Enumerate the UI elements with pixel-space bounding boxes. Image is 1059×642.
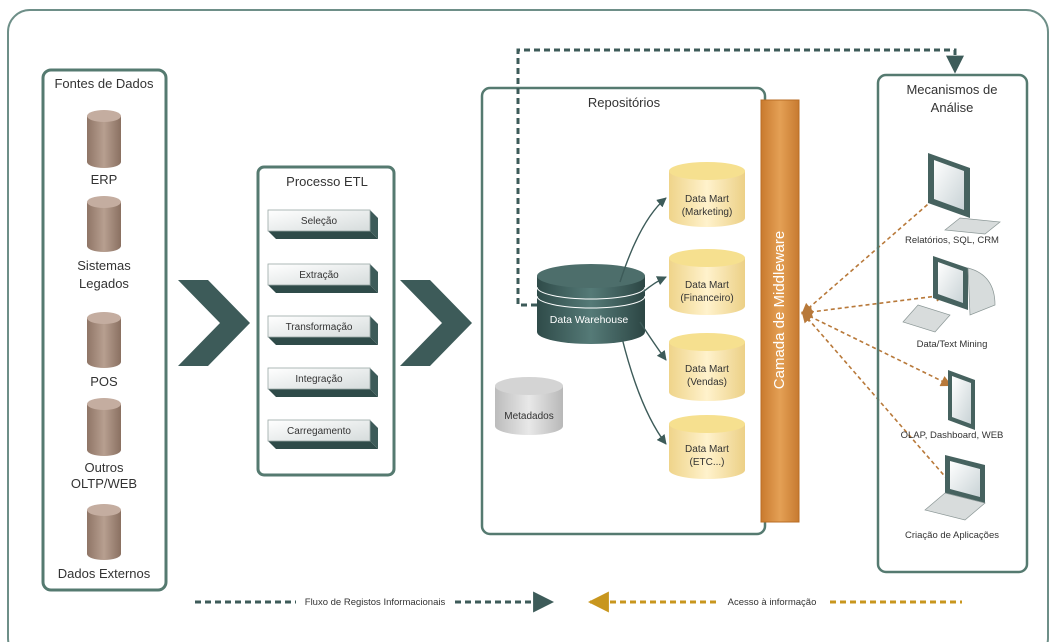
metadata-cylinder bbox=[495, 377, 563, 435]
mart-marketing-line1: Data Mart bbox=[685, 194, 729, 205]
legend-access-label: Acesso à informação bbox=[728, 597, 817, 608]
etl-step-label: Carregamento bbox=[287, 426, 351, 437]
source-label-external: Dados Externos bbox=[58, 566, 151, 581]
dw-to-mart-arrow bbox=[639, 321, 667, 361]
data-mart-etc-cylinder bbox=[669, 415, 745, 479]
etl-step-carregamento: Carregamento bbox=[267, 419, 378, 449]
analysis-label-apps: Criação de Aplicações bbox=[905, 530, 999, 541]
etl-title: Processo ETL bbox=[286, 174, 368, 189]
legend-access-label-bg bbox=[718, 595, 826, 609]
metadata-label: Metadados bbox=[504, 411, 553, 422]
analysis-label-reports: Relatórios, SQL, CRM bbox=[905, 235, 999, 246]
source-label-legados: Legados bbox=[79, 276, 129, 291]
etl-step-label: Transformação bbox=[286, 322, 353, 333]
middleware-label: Camada de Middleware bbox=[771, 231, 788, 389]
sources-title: Fontes de Dados bbox=[54, 76, 154, 91]
etl-step-selecao: Seleção bbox=[267, 209, 378, 239]
source-label-outros: Outros bbox=[84, 460, 124, 475]
source-pos-cylinder bbox=[87, 312, 121, 368]
etl-step-label: Extração bbox=[299, 270, 339, 281]
etl-step-label: Integração bbox=[295, 374, 343, 385]
etl-step-integracao: Integração bbox=[267, 367, 378, 397]
data-mart-financeiro-cylinder bbox=[669, 249, 745, 315]
dw-to-mart-arrow bbox=[642, 276, 667, 293]
monitor-icon bbox=[928, 153, 1001, 235]
chevron-right-icon bbox=[400, 280, 472, 366]
access-arrow bbox=[800, 290, 948, 318]
laptop-icon bbox=[924, 455, 986, 521]
mart-vendas-line1: Data Mart bbox=[685, 364, 729, 375]
data-mart-vendas-cylinder bbox=[669, 333, 745, 401]
mart-etc-line1: Data Mart bbox=[685, 444, 729, 455]
repositories-title: Repositórios bbox=[588, 95, 661, 110]
access-arrow bbox=[801, 183, 952, 315]
source-label-pos: POS bbox=[90, 374, 118, 389]
legend-flow-label: Fluxo de Registos Informacionais bbox=[305, 597, 446, 608]
source-label-erp: ERP bbox=[91, 172, 118, 187]
source-legacy-cylinder bbox=[87, 196, 121, 252]
etl-step-transformacao: Transformação bbox=[267, 315, 378, 345]
source-external-cylinder bbox=[87, 504, 121, 560]
analysis-panel bbox=[876, 73, 1029, 574]
mart-etc-line2: (ETC...) bbox=[690, 457, 725, 468]
source-label-sistemas: Sistemas bbox=[77, 258, 131, 273]
source-erp-cylinder bbox=[87, 110, 121, 168]
data-warehouse-cylinder bbox=[536, 264, 646, 344]
middleware-bar bbox=[760, 99, 800, 523]
mart-marketing-line2: (Marketing) bbox=[682, 207, 733, 218]
tablet-icon bbox=[948, 370, 975, 430]
source-oltp-cylinder bbox=[87, 398, 121, 456]
legend-flow-label-bg bbox=[296, 595, 454, 609]
analysis-title-line2: Análise bbox=[931, 100, 974, 115]
mart-financeiro-line1: Data Mart bbox=[685, 280, 729, 291]
data-mart-marketing-cylinder bbox=[669, 162, 745, 227]
mart-financeiro-line2: (Financeiro) bbox=[680, 293, 733, 304]
etl-step-label: Seleção bbox=[301, 216, 338, 227]
source-label-oltp: OLTP/WEB bbox=[71, 476, 137, 491]
dw-to-mart-arrow bbox=[619, 197, 667, 283]
chevron-right-icon bbox=[178, 280, 250, 366]
etl-step-extracao: Extração bbox=[267, 263, 378, 293]
workstation-icon bbox=[902, 256, 996, 333]
flow-loop-dashed-line bbox=[516, 48, 964, 307]
analysis-label-mining: Data/Text Mining bbox=[917, 339, 988, 350]
analysis-label-olap: OLAP, Dashboard, WEB bbox=[901, 430, 1004, 441]
analysis-title-line1: Mecanismos de bbox=[906, 82, 997, 97]
mart-vendas-line2: (Vendas) bbox=[687, 377, 727, 388]
data-warehouse-label: Data Warehouse bbox=[550, 314, 629, 326]
dw-to-mart-arrow bbox=[621, 337, 667, 445]
